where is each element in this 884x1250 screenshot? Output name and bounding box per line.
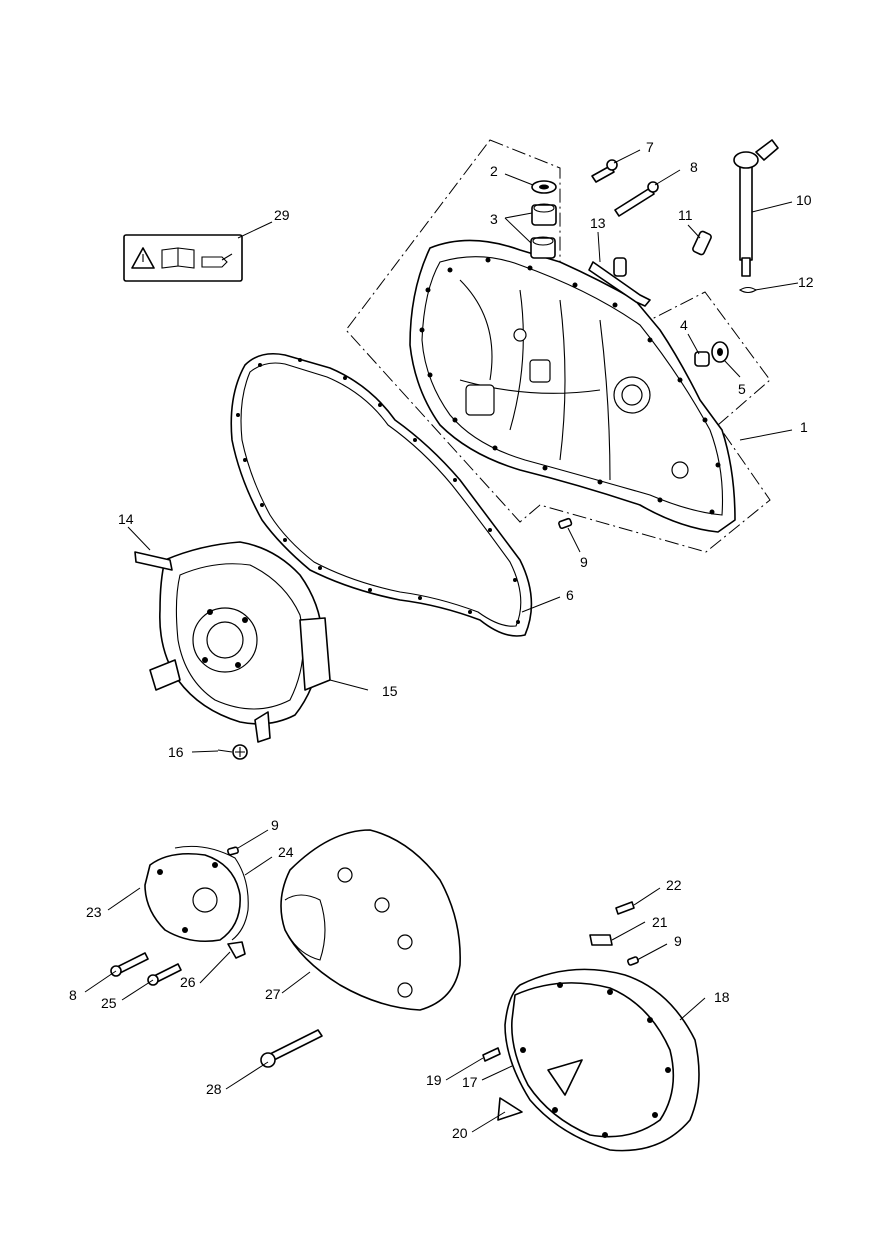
seal-and-bushes xyxy=(530,180,557,259)
callout-20: 20 xyxy=(452,1125,468,1141)
callout-13: 13 xyxy=(590,215,606,231)
plug-and-badge xyxy=(482,1047,523,1121)
callout-1: 1 xyxy=(800,419,808,435)
callout-29: 29 xyxy=(274,207,290,223)
callout-24: 24 xyxy=(278,844,294,860)
alternator-cover xyxy=(280,829,461,1011)
side-cover-18 xyxy=(504,968,700,1152)
callout-8-upper: 8 xyxy=(690,159,698,175)
callout-7: 7 xyxy=(646,139,654,155)
warning-label xyxy=(123,234,243,282)
callout-4: 4 xyxy=(680,317,688,333)
callout-23: 23 xyxy=(86,904,102,920)
callout-9-right: 9 xyxy=(674,933,682,949)
callout-15: 15 xyxy=(382,683,398,699)
callout-19: 19 xyxy=(426,1072,442,1088)
bearing-and-seal xyxy=(694,341,729,367)
callout-17: 17 xyxy=(462,1074,478,1090)
callout-3: 3 xyxy=(490,211,498,227)
callout-28: 28 xyxy=(206,1081,222,1097)
callout-labels: 1 2 3 4 5 6 7 8 8 9 9 9 10 11 12 13 14 1… xyxy=(69,139,814,1141)
cover-bolts-top xyxy=(591,159,659,217)
bracket-and-screw xyxy=(589,901,639,966)
leader-lines xyxy=(84,149,799,1133)
callout-2: 2 xyxy=(490,163,498,179)
clutch-cover-gasket xyxy=(230,352,533,637)
callout-22: 22 xyxy=(666,877,682,893)
callout-18: 18 xyxy=(714,989,730,1005)
callout-11: 11 xyxy=(678,207,693,223)
callout-6: 6 xyxy=(566,587,574,603)
callout-9-left: 9 xyxy=(271,817,279,833)
callout-9-upper: 9 xyxy=(580,554,588,570)
screw-16 xyxy=(217,744,248,760)
callout-16: 16 xyxy=(168,744,184,760)
lower-left-fasteners xyxy=(110,846,246,986)
callout-12: 12 xyxy=(798,274,814,290)
clutch-shaft-assembly xyxy=(588,139,779,307)
callout-27: 27 xyxy=(265,986,281,1002)
callout-25: 25 xyxy=(101,995,117,1011)
stator-plate xyxy=(134,541,331,743)
callout-8-lower: 8 xyxy=(69,987,77,1003)
oil-can-icon xyxy=(201,253,233,268)
callout-10: 10 xyxy=(796,192,812,208)
callout-21: 21 xyxy=(652,914,668,930)
manual-book-icon xyxy=(161,247,195,269)
main-clutch-cover xyxy=(409,239,736,533)
callout-5: 5 xyxy=(738,381,746,397)
pickup-cover xyxy=(144,845,249,943)
callout-14: 14 xyxy=(118,511,134,527)
warning-triangle-icon xyxy=(131,247,155,269)
dowel-pin xyxy=(558,517,573,530)
callout-26: 26 xyxy=(180,974,196,990)
bolt-28 xyxy=(260,1029,323,1068)
